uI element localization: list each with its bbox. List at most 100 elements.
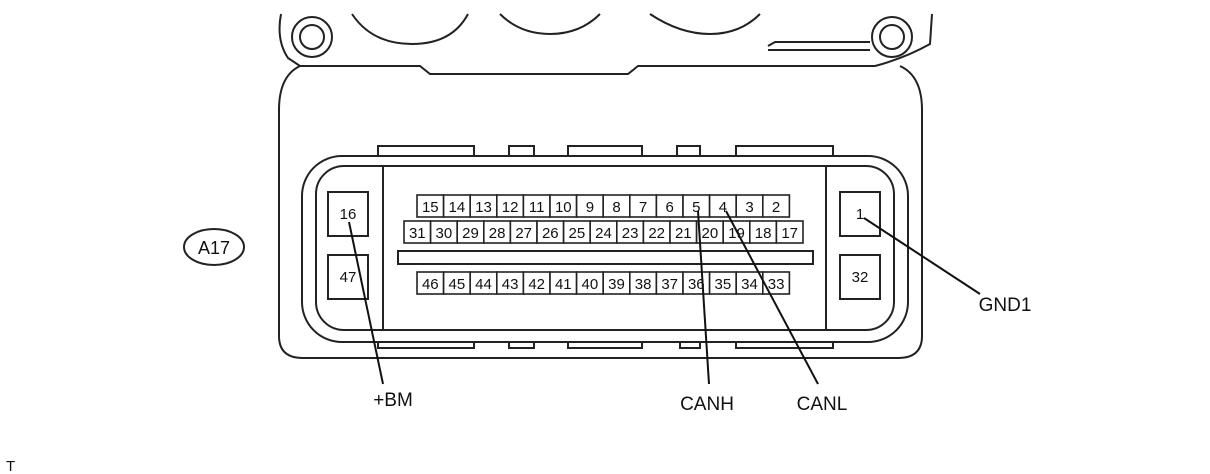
connector-id-tag: A17 [183, 228, 245, 266]
pin-number: 41 [555, 276, 572, 293]
pin-number: 13 [475, 199, 492, 216]
pin-number: 21 [675, 225, 692, 242]
pin-cell: 27 [509, 220, 538, 244]
pin-cell: 26 [536, 220, 565, 244]
pin-number: 28 [489, 225, 506, 242]
pin-number: 5 [692, 199, 700, 216]
pin-cell-box [761, 271, 791, 295]
mounting-holes [291, 16, 913, 58]
pin-number: 35 [715, 276, 732, 293]
pin-cell: 28 [482, 220, 512, 244]
pin-cell: 35 [708, 271, 737, 295]
pin-cell: 15 [416, 194, 445, 218]
pin-cell: 9 [575, 194, 604, 218]
pin-number: 22 [648, 225, 665, 242]
pin-number: 11 [529, 199, 545, 216]
pin-number: 10 [555, 199, 572, 216]
pin-cell: 14 [442, 194, 472, 218]
pin-number: 18 [755, 225, 772, 242]
pin-cell: 34 [735, 271, 764, 295]
pin-number: 19 [728, 225, 745, 242]
leader-lines [348, 210, 981, 385]
pin-cell: 42 [522, 271, 551, 295]
pin-cell: 6 [655, 194, 684, 218]
pin-cell: 38 [628, 271, 658, 295]
terminal-left-top-label: 16 [340, 206, 357, 223]
pin-cell: 24 [589, 220, 618, 244]
pin-number: 40 [582, 276, 599, 293]
pin-cell: 22 [642, 220, 671, 244]
pin-cell: 18 [748, 220, 778, 244]
pin-cell: 11 [522, 194, 551, 218]
pin-number: 17 [781, 225, 798, 242]
pin-number: 7 [639, 199, 647, 216]
leader-line-canl [725, 210, 819, 385]
terminal-left-top: 16 [327, 191, 369, 237]
pin-cell: 37 [655, 271, 684, 295]
pin-cell: 25 [562, 220, 591, 244]
pin-number: 9 [586, 199, 594, 216]
pin-number: 39 [608, 276, 625, 293]
pin-cell: 21 [669, 220, 698, 244]
callout-bm: +BM [373, 390, 413, 411]
pin-cell-box [775, 220, 804, 244]
callout-canh: CANH [680, 394, 734, 415]
connector-housing [278, 13, 933, 359]
pin-number: 42 [528, 276, 545, 293]
pin-cell: 3 [735, 194, 764, 218]
pin-cell: 2 [761, 194, 791, 218]
terminal-right-top-label: 1 [856, 206, 864, 223]
pin-cell: 4 [708, 194, 737, 218]
pin-number: 6 [666, 199, 674, 216]
pin-row-bottom: 46 45 44 43 42 41 40 39 38 37 36 35 34 33 [416, 271, 791, 295]
pin-number: 8 [612, 199, 620, 216]
pin-number: 33 [768, 276, 785, 293]
leader-line-canh [697, 210, 710, 385]
pin-number: 44 [475, 276, 492, 293]
pin-cell-box [761, 194, 791, 218]
pin-cell: 39 [602, 271, 631, 295]
pin-number: 37 [661, 276, 678, 293]
pin-cell: 23 [615, 220, 645, 244]
pin-number: 30 [436, 225, 453, 242]
pin-number: 43 [502, 276, 519, 293]
pin-number: 26 [542, 225, 559, 242]
connector-id-label: A17 [198, 238, 230, 258]
pin-cell: 8 [602, 194, 631, 218]
pin-cell: 40 [575, 271, 604, 295]
terminal-right-bottom: 32 [839, 254, 881, 300]
terminal-right-bottom-label: 32 [852, 269, 869, 286]
terminal-left-bottom: 47 [327, 254, 369, 300]
pin-number: 25 [569, 225, 586, 242]
pin-number: 24 [595, 225, 612, 242]
pin-cell: 43 [495, 271, 525, 295]
pin-cell: 41 [549, 271, 578, 295]
pin-cell: 29 [456, 220, 485, 244]
pin-cell: 33 [761, 271, 791, 295]
pin-number: 46 [422, 276, 439, 293]
pin-cell: 13 [469, 194, 498, 218]
pin-number: 45 [449, 276, 466, 293]
terminal-right-top: 1 [839, 191, 881, 237]
mounting-hole-left-inner [299, 24, 325, 50]
pin-number: 27 [515, 225, 532, 242]
pin-number: 38 [635, 276, 652, 293]
pin-cell: 30 [429, 220, 459, 244]
footer-mark: T [6, 458, 15, 474]
callout-gnd1: GND1 [979, 295, 1032, 316]
pin-cell: 31 [403, 220, 432, 244]
pin-number: 34 [741, 276, 758, 293]
pin-number: 36 [688, 276, 705, 293]
pin-number: 3 [745, 199, 753, 216]
callout-canl: CANL [797, 394, 848, 415]
pin-number: 4 [719, 199, 727, 216]
pin-number: 15 [422, 199, 439, 216]
mounting-hole-right-inner [879, 24, 905, 50]
pin-number: 23 [622, 225, 639, 242]
pin-number: 31 [409, 225, 426, 242]
pin-number: 20 [702, 225, 719, 242]
mounting-hole-left-outer [291, 16, 333, 58]
